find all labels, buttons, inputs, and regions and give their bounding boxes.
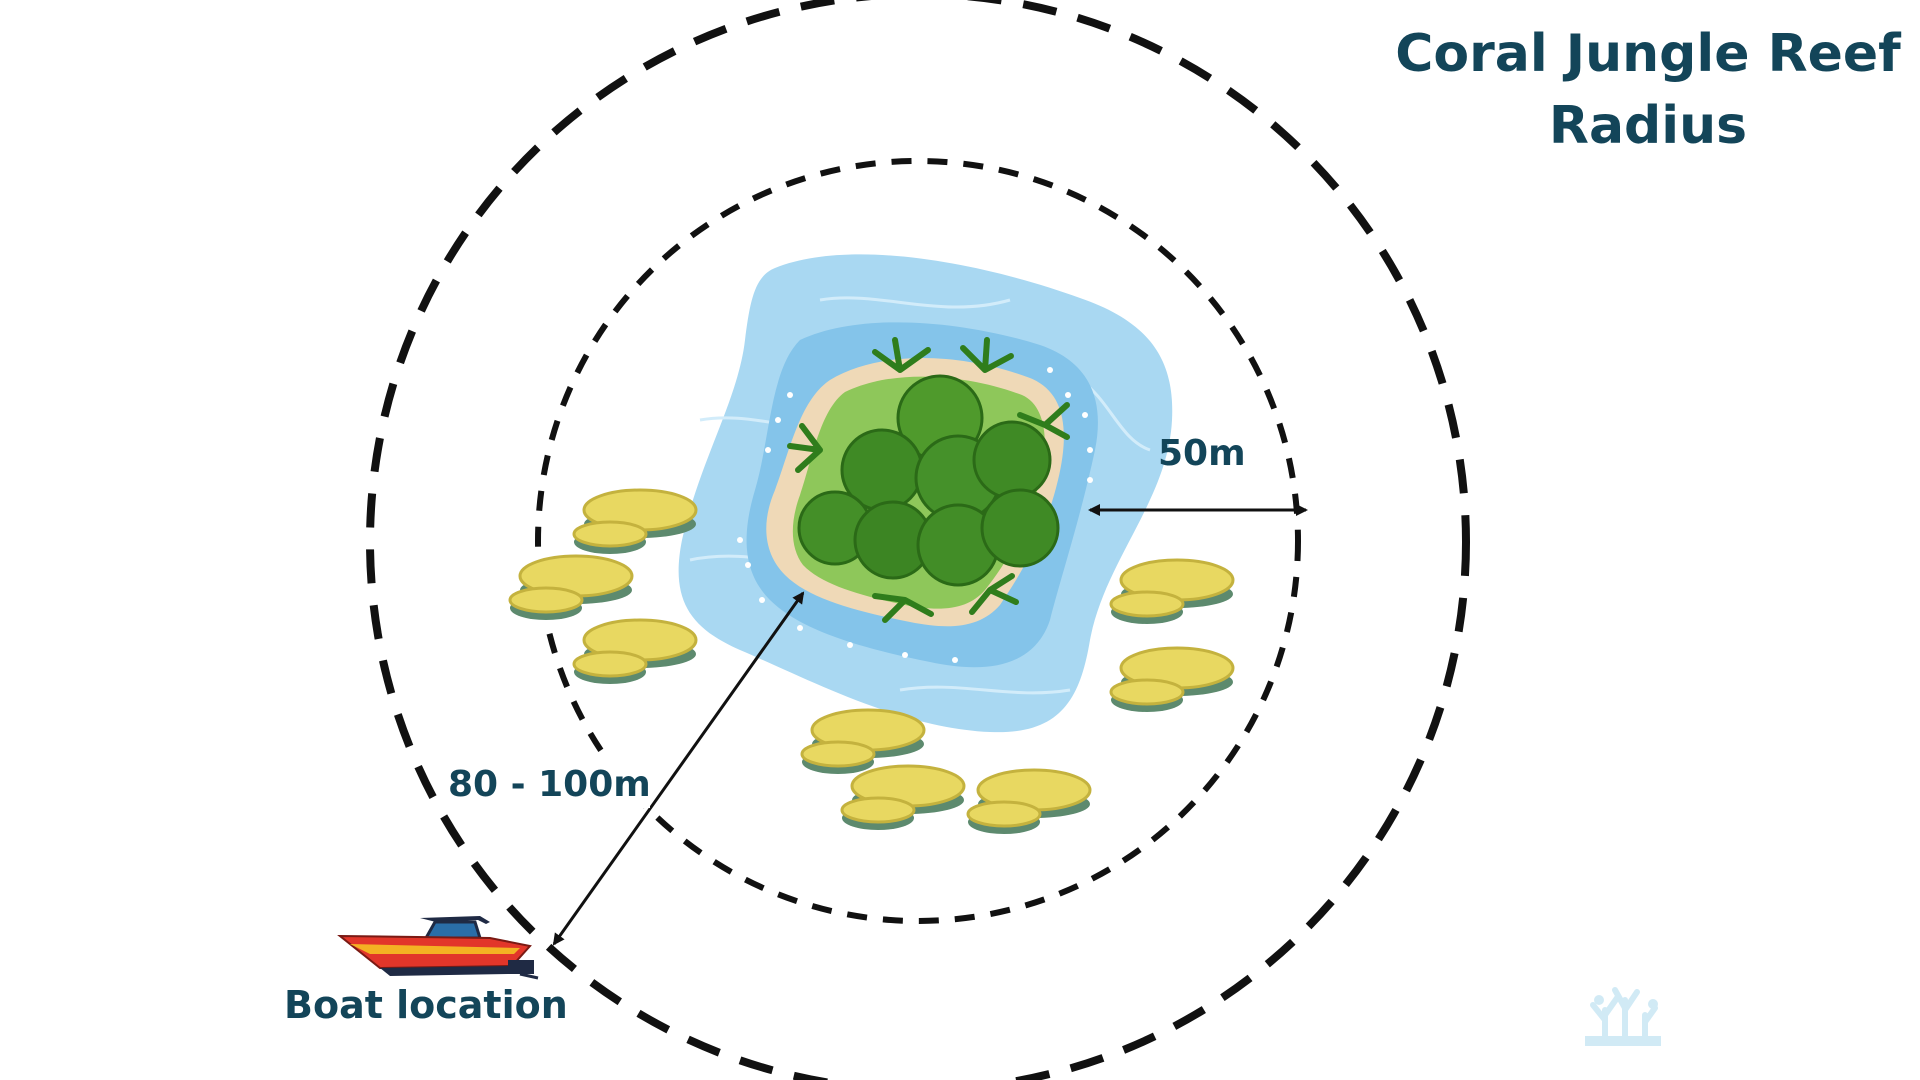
inner-radius-label: 50m — [1158, 433, 1246, 474]
tropical-island-icon — [678, 254, 1173, 733]
outer-radius-arrow — [552, 591, 805, 946]
title-line-1: Coral Jungle Reef — [1395, 24, 1901, 84]
coral-reef-icon — [800, 708, 926, 774]
tree-canopies — [797, 374, 1060, 587]
inner-radius-circle — [535, 158, 1301, 924]
outer-radius-label-bg — [444, 758, 650, 808]
coral-reef-icon — [1109, 646, 1235, 712]
palm-trees — [787, 337, 1070, 623]
boat-location-label: Boat location — [284, 983, 568, 1027]
speedboat-icon — [337, 916, 539, 980]
outer-radius-circle — [366, 0, 1470, 1080]
title-line-2: Radius — [1548, 96, 1748, 156]
coral-reef-icon — [572, 488, 698, 554]
coral-reef-icon — [840, 764, 966, 830]
coral-reef-icon — [572, 618, 698, 684]
diagram-title: Coral Jungle Reef Radius — [1388, 18, 1908, 162]
coral-reef-icon — [1109, 558, 1235, 624]
coral-reef-icon — [508, 554, 634, 620]
coral-watermark-icon — [1585, 987, 1661, 1046]
outer-radius-label: 80 - 100m — [448, 764, 651, 805]
coral-reef-icon — [966, 768, 1092, 834]
